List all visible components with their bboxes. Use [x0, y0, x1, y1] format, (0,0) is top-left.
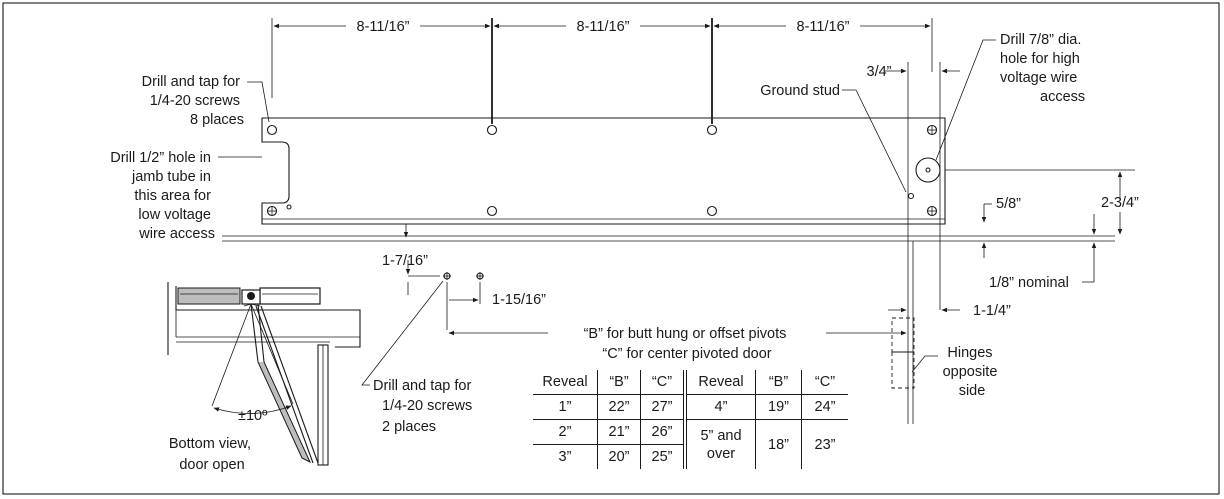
dim-one-fifteen-sixteenths: 1-15/16”	[492, 292, 546, 308]
leader-lines	[218, 39, 996, 386]
dim-five-eighths: 5/8”	[996, 196, 1021, 212]
table-cell: 1”	[558, 399, 572, 415]
table-cell-merged: 23”	[801, 419, 848, 469]
table-cell-merged: 18”	[755, 419, 802, 469]
table-header-cell: Reveal	[533, 370, 598, 395]
callout-bottom-view: Bottom view, door open	[169, 436, 255, 473]
table-header-cell: “C”	[801, 370, 848, 395]
table-header-cell: “C”	[640, 370, 685, 395]
table-cell: 20”	[597, 444, 641, 469]
table-cell: 21”	[597, 419, 641, 445]
callout-pivot-note: “B” for butt hung or offset pivots “C” f…	[584, 326, 791, 362]
door-edge	[907, 62, 941, 424]
swing-angle-label: ±10º	[238, 408, 268, 424]
table-row: 1” 22” 27” 4” 19” 24”	[533, 394, 848, 420]
table-cell-line: over	[706, 445, 736, 462]
callout-drill-half-hole: Drill 1/2” hole in jamb tube in this are…	[110, 150, 215, 242]
dim-one-quarter-offset: 1-1/4”	[973, 303, 1011, 319]
high-voltage-hole	[915, 157, 941, 183]
reveal-table: Reveal “B” “C” Reveal “B” “C” 1” 22” 27”…	[533, 370, 848, 469]
top-dimension-chain	[271, 18, 933, 124]
dim-top-span-2: 8-11/16”	[577, 19, 630, 35]
table-header-row: Reveal “B” “C” Reveal “B” “C”	[533, 370, 848, 395]
mounting-plate	[222, 117, 1115, 242]
table-header-cell: “B”	[755, 370, 802, 395]
dim-top-span-1: 8-11/16”	[357, 19, 410, 35]
bottom-view-diagram	[167, 282, 361, 466]
table-cell: 27”	[640, 394, 685, 420]
table-cell: 24”	[801, 394, 848, 420]
table-cell: 3”	[533, 444, 598, 469]
callout-hinges-opposite: Hinges opposite side	[943, 345, 1002, 399]
dim-one-seven-sixteenths: 1-7/16”	[382, 253, 428, 269]
callout-ground-stud: Ground stud	[760, 83, 840, 99]
table-cell: 25”	[640, 444, 685, 469]
callout-drill-seven-eighths: Drill 7/8” dia. hole for high voltage wi…	[1000, 32, 1085, 105]
hinge-outline	[891, 317, 915, 389]
dim-top-span-3: 8-11/16”	[797, 19, 850, 35]
table-row: 2” 21” 26” 5” and over 18” 23”	[533, 419, 848, 469]
screw-hole-marks	[266, 124, 938, 217]
table-header-cell: “B”	[597, 370, 641, 395]
table-header-cell: Reveal	[683, 370, 756, 395]
table-cell: 4”	[683, 394, 756, 420]
table-row: 3” 20” 25”	[533, 444, 848, 469]
table-cell: 22”	[597, 394, 641, 420]
two-hole-group	[405, 260, 907, 336]
dim-two-three-quarter: 2-3/4”	[1101, 195, 1139, 211]
callout-drill-tap-2: Drill and tap for 1/4-20 screws 2 places	[373, 378, 476, 435]
callout-drill-tap-8: Drill and tap for 1/4-20 screws 8 places	[142, 74, 244, 128]
dim-three-quarter: 3/4”	[867, 64, 892, 80]
table-cell-line: 5” and	[700, 427, 742, 444]
table-cell: 19”	[755, 394, 802, 420]
table-cell: 26”	[640, 419, 685, 445]
table-cell: 2”	[533, 419, 598, 445]
dim-eighth-nominal: 1/8” nominal	[989, 275, 1069, 291]
dim-vertical-right-lines	[403, 169, 1135, 283]
table-cell-merged: 5” and over	[683, 419, 756, 469]
